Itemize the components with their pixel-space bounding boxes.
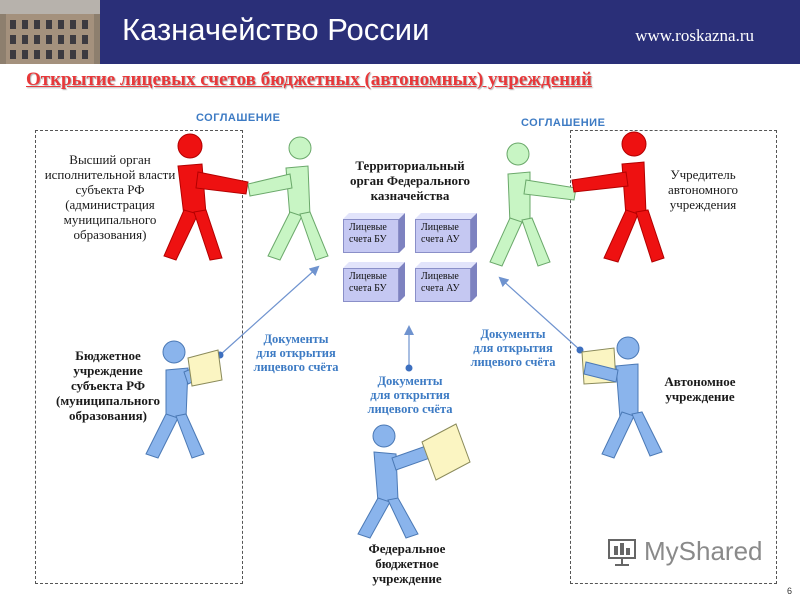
person-red-left-icon	[163, 133, 249, 261]
agreement-label-right: СОГЛАШЕНИЕ	[521, 117, 606, 129]
documents-label-right: Документы для открытия лицевого счёта	[470, 327, 556, 369]
person-blue-center-icon	[357, 423, 471, 539]
treasury-title-line: орган Федерального	[349, 173, 471, 188]
left-dashed-region	[35, 130, 243, 584]
treasury-title: Территориальный орган Федерального казна…	[330, 158, 490, 203]
person-red-right-icon	[571, 131, 665, 263]
documents-label-left: Документы для открытия лицевого счёта	[253, 332, 339, 374]
person-blue-left-icon	[145, 340, 223, 459]
right-dashed-region	[570, 130, 777, 584]
federal-institution-label: Федеральное бюджетное учреждение	[368, 541, 446, 586]
right-institution-label: Автономное учреждение	[664, 374, 736, 404]
left-authority-label: Высший орган исполнительной власти субъе…	[44, 152, 176, 242]
left-institution-label: Бюджетное учреждение субъекта РФ (муници…	[56, 348, 160, 423]
documents-label-center: Документы для открытия лицевого счёта	[367, 374, 453, 416]
agreement-label-left: СОГЛАШЕНИЕ	[196, 112, 281, 124]
watermark-logo-icon	[608, 539, 636, 566]
person-blue-right-icon	[581, 336, 663, 459]
site-url[interactable]: www.roskazna.ru	[635, 26, 754, 45]
building-photo-icon	[0, 0, 100, 64]
person-green-right-icon	[489, 142, 577, 267]
document-icon	[421, 423, 471, 481]
treasury-title-line: казначейства	[370, 188, 450, 203]
watermark-text: MyShared	[644, 536, 763, 566]
header-bar: Казначейство России www.roskazna.ru	[0, 0, 800, 64]
org-title: Казначейство России	[122, 12, 430, 47]
arrow-center-documents	[404, 325, 414, 372]
person-green-left-icon	[247, 136, 329, 261]
page-number: 6	[786, 586, 792, 596]
treasury-title-line: Территориальный	[355, 158, 465, 173]
document-icon	[187, 349, 223, 387]
slide-title[interactable]: Открытие лицевых счетов бюджетных (автон…	[26, 69, 592, 90]
right-founder-label: Учредитель автономного учреждения	[668, 167, 738, 212]
